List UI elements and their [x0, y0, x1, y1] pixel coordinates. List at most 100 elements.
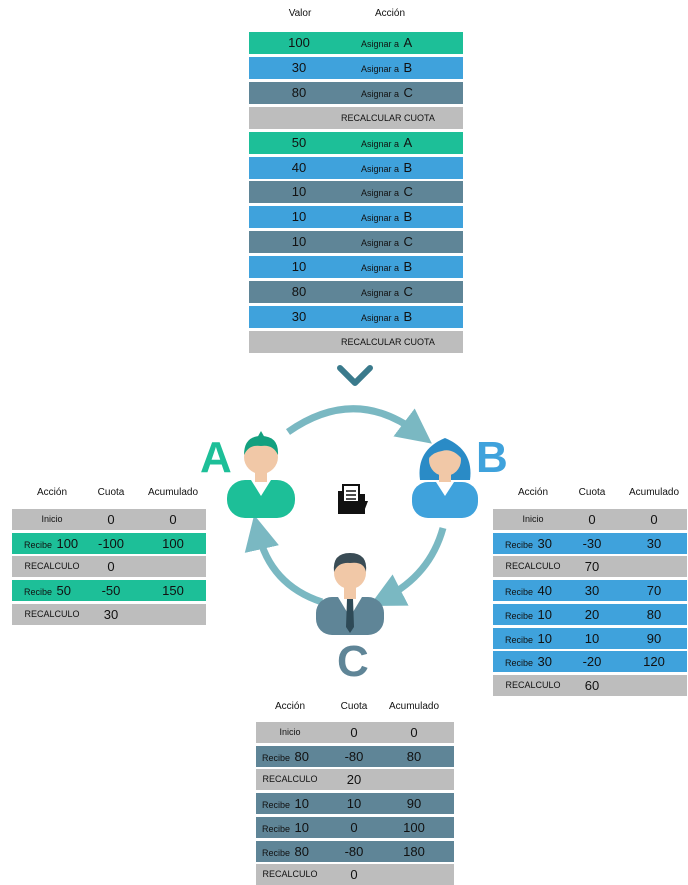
main-accion-target: C [403, 284, 413, 299]
accion-text: Recibe [505, 634, 534, 645]
main-valor-cell: 10 [291, 259, 307, 275]
acumulado-cell: 100 [162, 535, 184, 551]
main-valor-cell: 30 [291, 308, 307, 324]
cuota-cell: 10 [346, 796, 362, 812]
cuota-cell: 10 [584, 630, 600, 646]
table_b-header-cuota: Cuota [578, 487, 606, 498]
main-accion-text: Asignar a [361, 163, 400, 174]
accion-text: Recibe [505, 539, 534, 550]
accion-num: 100 [56, 535, 79, 551]
main-accion-text: Asignar a [361, 88, 400, 99]
accion-num: 80 [294, 748, 309, 764]
accion-num: 50 [56, 583, 71, 599]
table_b-header-acumulado: Acumulado [628, 487, 680, 498]
main-accion-text: Asignar a [361, 288, 400, 298]
main-accion-text: Asignar a [361, 312, 400, 323]
acumulado-cell: 0 [410, 725, 418, 740]
main-accion-target: B [403, 259, 413, 275]
arrow-b-to-c [369, 527, 447, 606]
accion-text: Recibe [24, 587, 53, 598]
accion-cell: RECALCULO [505, 561, 561, 572]
accion-cell: Inicio [279, 727, 301, 737]
cuota-cell: -30 [582, 535, 602, 551]
cuota-cell: -20 [582, 654, 602, 670]
main-valor-cell: 10 [291, 209, 307, 225]
accion-cell: RECALCULO [24, 608, 80, 619]
person-b-icon [412, 428, 478, 520]
main-valor-cell: 30 [291, 59, 307, 75]
main-accion-cell: Asignar a C [361, 181, 413, 204]
cuota-cell: 20 [584, 606, 600, 622]
table_a-header-accion: Acción [36, 487, 67, 498]
table_b-header-accion: Acción [517, 487, 548, 498]
main-accion-text: Asignar a [361, 238, 400, 249]
main-valor-cell: 50 [291, 134, 307, 150]
accion-text: Recibe [505, 587, 534, 598]
main-valor-cell: 40 [291, 159, 307, 175]
main-valor-cell: 100 [288, 35, 310, 50]
acumulado-cell: 30 [646, 535, 662, 551]
acumulado-cell: 0 [650, 512, 658, 527]
cuota-cell: -80 [344, 748, 364, 764]
accion-cell: RECALCULO [262, 869, 318, 880]
accion-num: 80 [294, 843, 309, 859]
label-c: C [337, 637, 369, 686]
main-valor-cell: 80 [291, 284, 307, 299]
accion-num: 10 [537, 606, 552, 622]
accion-num: 30 [537, 654, 552, 670]
accion-cell: Recibe 10 [505, 604, 552, 627]
arrow-c-to-a [244, 514, 324, 606]
accion-cell: Inicio [41, 514, 63, 524]
main-accion-text: Asignar a [361, 39, 400, 49]
accion-num: 10 [537, 630, 552, 646]
accion-num: 30 [537, 535, 552, 551]
main-table-row: RECALCULAR CUOTA [249, 330, 463, 353]
cuota-cell: 0 [107, 559, 115, 575]
main-accion-cell: Asignar a C [361, 231, 413, 254]
main-valor-cell: 10 [291, 184, 307, 200]
main-accion-cell: Asignar a B [361, 256, 412, 279]
main-recalcular-cell: RECALCULAR CUOTA [341, 112, 435, 123]
accion-cell: RECALCULO [24, 561, 80, 572]
main-accion-target: C [403, 84, 413, 100]
table_c-row: Inicio 0 0 [256, 722, 454, 743]
table_a-row: RECALCULO 0 [12, 556, 206, 578]
accion-text: Recibe [505, 658, 534, 669]
label-a: A [200, 433, 232, 482]
table_b-row: Recibe 30 -30 30 [493, 532, 687, 554]
cuota-cell: 0 [350, 819, 358, 835]
accion-cell: Recibe 80 [262, 746, 309, 769]
accion-text: Recibe [262, 800, 291, 811]
accion-num: 10 [294, 819, 309, 835]
cuota-cell: 0 [107, 512, 115, 527]
main-header-accion: Acción [374, 8, 405, 19]
cuota-cell: 30 [103, 606, 119, 622]
cuota-cell: -100 [97, 535, 125, 551]
accion-text: Recibe [24, 539, 53, 550]
accion-cell: Recibe 10 [505, 628, 552, 651]
main-valor-cell: 10 [291, 234, 307, 250]
accion-cell: Recibe 40 [505, 580, 552, 603]
table_c-header-acumulado: Acumulado [388, 701, 440, 712]
main-accion-cell: Asignar a A [361, 32, 412, 55]
acumulado-cell: 70 [646, 583, 662, 599]
accion-cell: Recibe 10 [262, 793, 309, 816]
cuota-cell: 0 [350, 725, 358, 740]
acumulado-cell: 90 [646, 630, 662, 646]
accion-text: Recibe [505, 610, 534, 621]
cuota-cell: 0 [350, 867, 358, 883]
accion-cell: Inicio [522, 514, 544, 524]
cuota-cell: 0 [588, 512, 596, 527]
accion-cell: RECALCULO [262, 774, 318, 785]
accion-cell: Recibe 10 [262, 817, 309, 840]
main-recalcular-cell: RECALCULAR CUOTA [341, 336, 435, 347]
